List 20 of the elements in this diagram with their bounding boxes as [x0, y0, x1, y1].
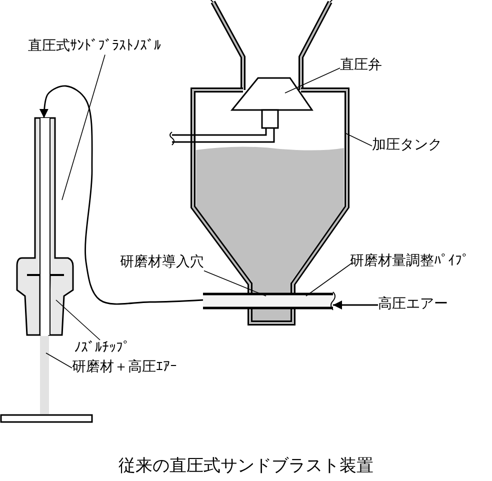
leader-line: [46, 352, 72, 368]
part-label: ﾉｽﾞﾙﾁｯﾌﾟ: [74, 340, 130, 357]
arrow: [333, 300, 378, 310]
nozzle-drawing: [16, 117, 74, 336]
part-label: 研磨材量調整ﾊﾟｲﾌﾟ: [350, 253, 469, 270]
part-label: 高圧エアー: [378, 296, 448, 313]
part-label: 直圧式ｻﾝﾄﾞﾌﾞﾗｽﾄﾉｽﾞﾙ: [28, 38, 161, 55]
leader-line: [62, 54, 106, 200]
leader-line: [204, 270, 266, 296]
leader-line: [284, 68, 340, 94]
leader-line: [56, 300, 100, 340]
caption: 従来の直圧式サンドブラスト装置: [118, 455, 374, 477]
pipe-drawing: [202, 292, 336, 310]
leader-line: [344, 132, 372, 146]
leader-line: [306, 262, 352, 296]
hose: [40, 85, 204, 305]
part-label: 直圧弁: [340, 57, 382, 74]
part-label: 加圧タンク: [372, 137, 442, 154]
part-label: 研磨材＋高圧ｴｱｰ: [72, 359, 177, 376]
part-label: 研磨材導入穴: [120, 254, 204, 271]
